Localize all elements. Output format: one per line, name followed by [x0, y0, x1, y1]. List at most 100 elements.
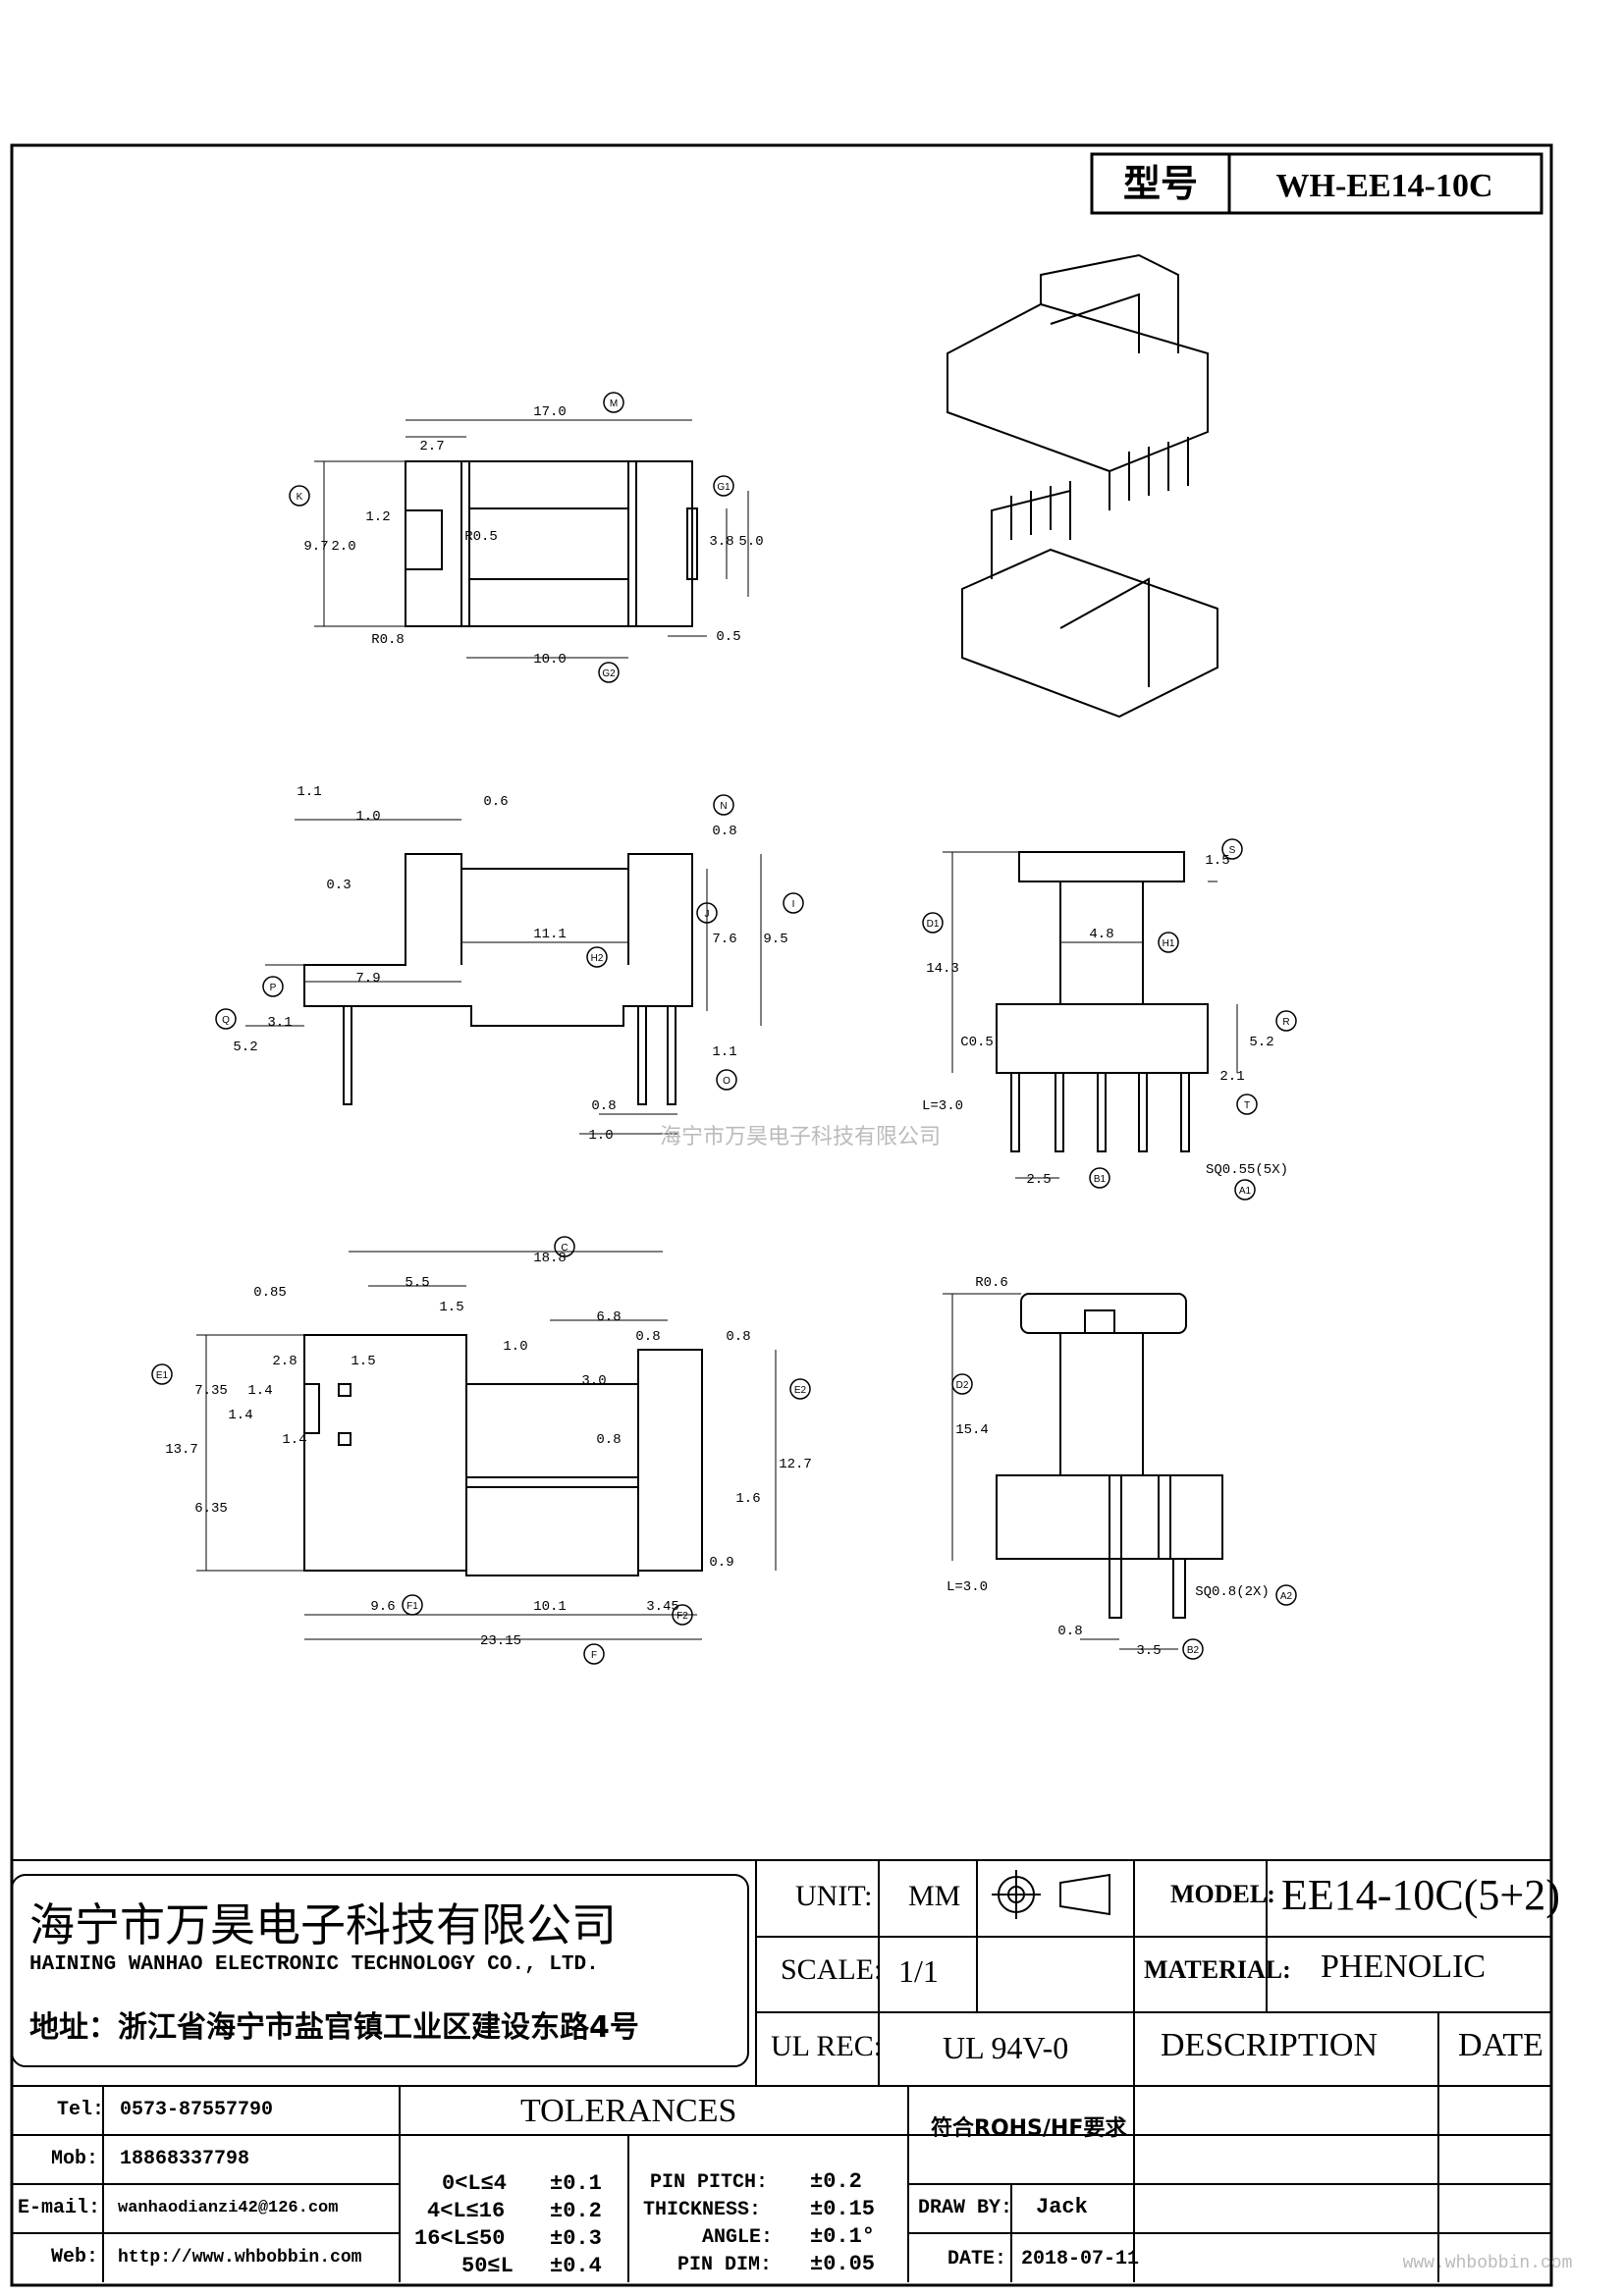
- header-model-label: 型号: [1123, 164, 1198, 205]
- dim-a2: SQ0.8(2X): [1195, 1584, 1270, 1600]
- top-view: [314, 419, 749, 659]
- dim-r: 5.2: [1249, 1035, 1273, 1050]
- ulrec-label: UL REC:: [771, 2030, 883, 2062]
- svg-text:K: K: [297, 492, 303, 503]
- svg-text:M: M: [610, 399, 618, 409]
- model-value: EE14-10C(5+2): [1281, 1871, 1560, 1919]
- contact-email-value[interactable]: wanhaodianzi42@126.com: [118, 2199, 339, 2217]
- ref-mark-b1: B1: [1089, 1167, 1110, 1189]
- dim-2-7: 2.7: [419, 439, 444, 454]
- contact-mob-value: 18868337798: [120, 2148, 250, 2170]
- dim-0-9: 0.9: [709, 1555, 733, 1571]
- ref-mark-e2: E2: [789, 1378, 811, 1400]
- svg-text:E1: E1: [156, 1370, 169, 1381]
- dim-f-1-0: 1.0: [355, 809, 380, 825]
- dim-f-0-3: 0.3: [326, 878, 351, 893]
- dim-d2: 15.4: [955, 1422, 989, 1438]
- material-value: PHENOLIC: [1321, 1949, 1487, 1985]
- unit-label: UNIT:: [795, 1880, 873, 1912]
- iso-view-bottom: [961, 481, 1218, 719]
- ref-mark-e1: E1: [151, 1363, 173, 1385]
- dim-q: 5.2: [233, 1040, 257, 1055]
- dim-o: 1.1: [712, 1044, 736, 1060]
- dim-0-5: 0.5: [716, 629, 740, 645]
- ref-mark-h2: H2: [586, 946, 608, 968]
- dim-0-85: 0.85: [253, 1285, 287, 1301]
- tol-thickness-label: THICKNESS:: [643, 2199, 762, 2221]
- scale-value: 1/1: [898, 1953, 939, 1989]
- svg-text:G2: G2: [602, 668, 616, 679]
- rohs-note: 符合ROHS/HF要求: [931, 2116, 1127, 2141]
- dim-n: 0.8: [712, 824, 736, 839]
- dim-f: 23.15: [480, 1633, 521, 1649]
- dim-b2: 3.5: [1136, 1643, 1161, 1659]
- date-header: DATE: [1458, 2027, 1543, 2063]
- contact-mob-label: Mob:: [51, 2148, 99, 2170]
- tol-range-2: 4<L≤16: [427, 2199, 506, 2223]
- ref-mark-b2: B2: [1182, 1638, 1204, 1660]
- dim-f2: 3.45: [646, 1599, 679, 1615]
- svg-text:P: P: [270, 983, 277, 993]
- dim-1-6: 1.6: [735, 1491, 760, 1507]
- ref-mark-t: T: [1236, 1094, 1258, 1115]
- dim-6-35: 6.35: [194, 1501, 228, 1517]
- drawby-value: Jack: [1036, 2195, 1088, 2219]
- company-name-cn: 海宁市万昊电子科技有限公司: [29, 1898, 617, 1951]
- end-view: [943, 1293, 1223, 1650]
- ref-mark-r: R: [1275, 1010, 1297, 1032]
- dim-1-5a: 1.5: [439, 1300, 463, 1315]
- dim-i: 9.5: [763, 932, 787, 947]
- tol-thickness-value: ±0.15: [810, 2197, 876, 2221]
- date-label: DATE:: [947, 2248, 1007, 2270]
- ref-mark-f1: F1: [402, 1594, 423, 1616]
- dim-e2: 12.7: [779, 1457, 812, 1472]
- svg-text:G1: G1: [717, 482, 730, 493]
- unit-value: MM: [908, 1880, 961, 1912]
- svg-text:O: O: [723, 1076, 730, 1087]
- ref-mark-q: Q: [215, 1008, 237, 1030]
- dim-d1: 14.3: [926, 961, 959, 977]
- dim-1-4a: 1.4: [247, 1383, 272, 1399]
- contact-tel-value: 0573-87557790: [120, 2099, 274, 2121]
- tol-range-1: 0<L≤4: [442, 2171, 508, 2196]
- dim-2-0: 2.0: [331, 539, 355, 555]
- ref-mark-h1: H1: [1158, 932, 1179, 953]
- svg-text:R: R: [1282, 1017, 1289, 1028]
- dim-b-1-0: 1.0: [503, 1339, 527, 1355]
- scale-label: SCALE:: [781, 1953, 883, 1986]
- tol-value-2: ±0.2: [550, 2199, 602, 2223]
- dim-1-4c: 1.4: [282, 1432, 306, 1448]
- svg-text:A2: A2: [1280, 1591, 1293, 1602]
- svg-text:J: J: [705, 909, 710, 920]
- dim-k: 9.7: [303, 539, 328, 555]
- website-mark: www.whbobbin.com: [1403, 2254, 1573, 2273]
- dim-t: 2.1: [1219, 1069, 1244, 1085]
- model-label: MODEL:: [1170, 1880, 1275, 1908]
- dim-5-0: 5.0: [738, 534, 763, 550]
- svg-text:I: I: [792, 899, 795, 910]
- svg-text:F2: F2: [676, 1611, 688, 1622]
- ref-mark-a1: A1: [1234, 1179, 1256, 1201]
- watermark: 海宁市万昊电子科技有限公司: [660, 1124, 941, 1148]
- svg-text:H1: H1: [1163, 938, 1175, 949]
- contact-email-label: E-mail:: [18, 2197, 101, 2219]
- date-value: 2018-07-11: [1021, 2248, 1140, 2270]
- tol-pin-dim-label: PIN DIM:: [677, 2254, 773, 2276]
- ulrec-value: UL 94V-0: [943, 2030, 1069, 2065]
- title-block-grid: [11, 1859, 1551, 2282]
- svg-text:B2: B2: [1187, 1645, 1200, 1656]
- dim-1-5b: 1.5: [351, 1354, 375, 1369]
- tol-pin-pitch-value: ±0.2: [810, 2169, 862, 2194]
- dim-f-3-1: 3.1: [267, 1015, 292, 1031]
- ref-mark-n: N: [713, 794, 734, 816]
- tol-pin-pitch-label: PIN PITCH:: [650, 2171, 769, 2194]
- ref-mark-k: K: [289, 485, 310, 507]
- dim-j: 7.6: [712, 932, 736, 947]
- tol-pin-dim-value: ±0.05: [810, 2252, 876, 2276]
- dim-s: 1.5: [1205, 853, 1229, 869]
- contact-tel-label: Tel:: [57, 2099, 105, 2121]
- svg-text:Q: Q: [222, 1015, 230, 1026]
- contact-web-value[interactable]: http://www.whbobbin.com: [118, 2248, 362, 2268]
- bottom-view: [196, 1251, 777, 1640]
- description-header: DESCRIPTION: [1161, 2027, 1379, 2063]
